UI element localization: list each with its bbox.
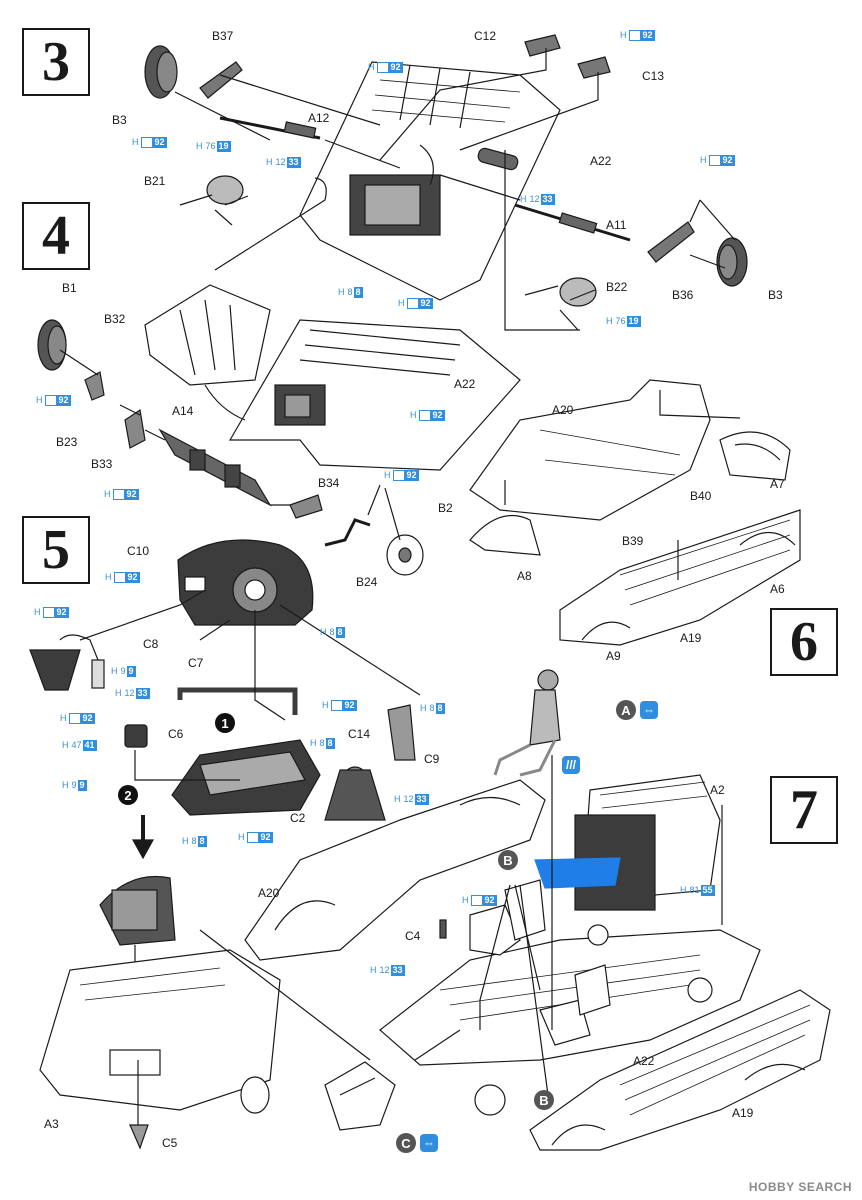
paint-mask-icon: ///	[562, 756, 580, 774]
sub-assembly-marker-b: B	[498, 850, 518, 870]
part-label: A22	[633, 1054, 655, 1068]
part-label: C8	[143, 637, 159, 651]
part-label: B22	[606, 280, 628, 294]
sub-assembly-marker-b: B	[534, 1090, 554, 1110]
step-order-marker-1: 1	[215, 713, 235, 733]
step-number-4: 4	[22, 202, 90, 270]
part-label: B39	[622, 534, 644, 548]
part-label: A22	[590, 154, 612, 168]
part-label: C13	[642, 69, 665, 83]
sub-assembly-marker-c: C	[396, 1133, 416, 1153]
part-label: B23	[56, 435, 78, 449]
part-label: B32	[104, 312, 126, 326]
part-label: A3	[44, 1117, 59, 1131]
part-label: B33	[91, 457, 113, 471]
flip-icon: ⇔	[420, 1134, 438, 1152]
step-number-6: 6	[770, 608, 838, 676]
flip-icon: ⇔	[640, 701, 658, 719]
part-label: A19	[732, 1106, 754, 1120]
part-label: A9	[606, 649, 621, 663]
part-label: B3	[112, 113, 127, 127]
part-label: B21	[144, 174, 166, 188]
step-number-7: 7	[770, 776, 838, 844]
step-number-3: 3	[22, 28, 90, 96]
part-label: C6	[168, 727, 184, 741]
part-label: A20	[258, 886, 280, 900]
part-label: A19	[680, 631, 702, 645]
sub-assembly-marker-a: A	[616, 700, 636, 720]
part-label: A20	[552, 403, 574, 417]
part-label: B37	[212, 29, 234, 43]
part-label: A12	[308, 111, 330, 125]
part-label: B1	[62, 281, 77, 295]
watermark: HOBBY SEARCH	[748, 1180, 852, 1194]
part-label: B3	[768, 288, 783, 302]
part-label: A8	[517, 569, 532, 583]
part-label: C4	[405, 929, 421, 943]
step-number-5: 5	[22, 516, 90, 584]
part-label: A11	[606, 218, 627, 232]
part-label: B2	[438, 501, 453, 515]
part-label: A14	[172, 404, 194, 418]
part-label: C2	[290, 811, 306, 825]
part-label: C12	[474, 29, 497, 43]
part-label: C9	[424, 752, 440, 766]
part-label: C5	[162, 1136, 178, 1150]
part-label: B36	[672, 288, 694, 302]
part-label: B40	[690, 489, 712, 503]
part-label: C10	[127, 544, 150, 558]
step-order-marker-2: 2	[118, 785, 138, 805]
part-label: A2	[710, 783, 725, 797]
part-label: A7	[770, 477, 785, 491]
part-label: C7	[188, 656, 204, 670]
part-label: B24	[356, 575, 378, 589]
part-label: C14	[348, 727, 371, 741]
part-label: B34	[318, 476, 340, 490]
part-label: A6	[770, 582, 785, 596]
part-label: A22	[454, 377, 476, 391]
